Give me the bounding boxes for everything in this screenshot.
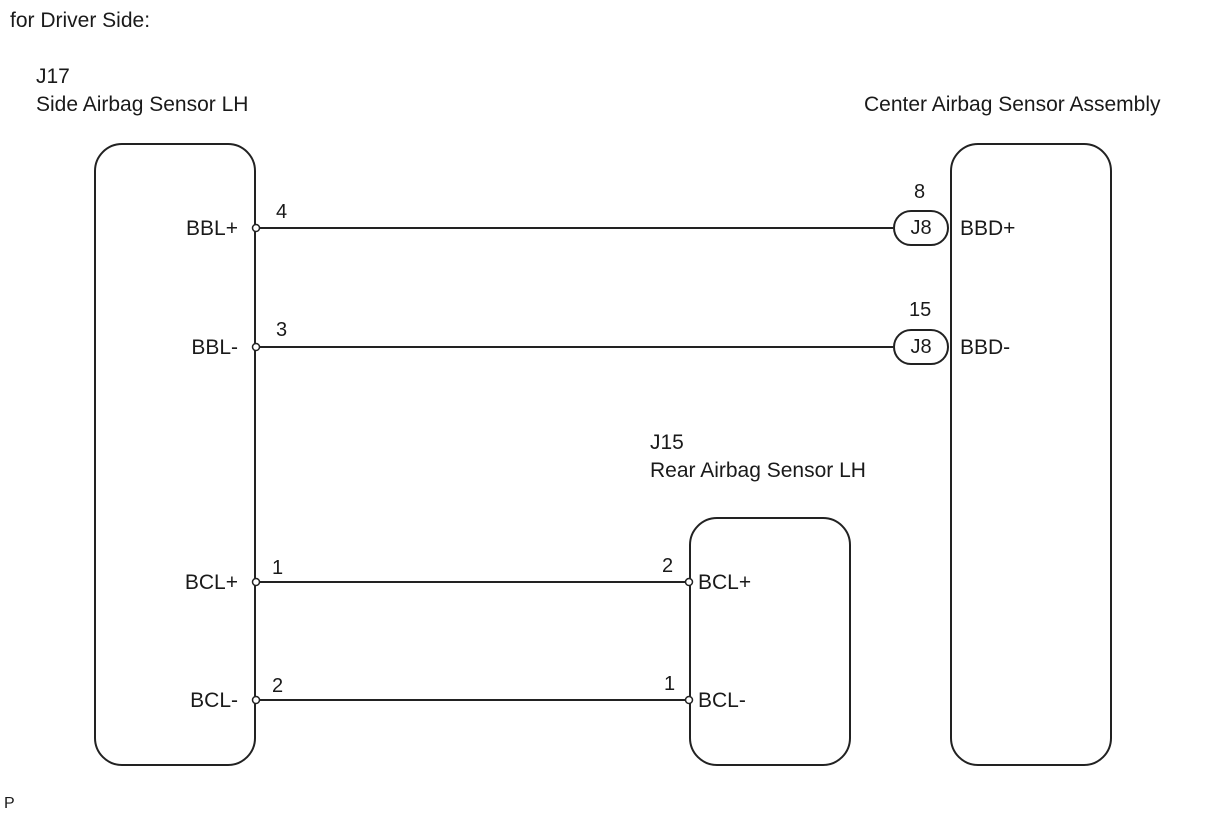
center-airbag-sensor-box bbox=[950, 143, 1112, 766]
side-terminal-bcl-plus: BCL+ bbox=[184, 571, 238, 594]
terminal-dot bbox=[251, 342, 261, 352]
side-terminal-bbl-plus: BBL+ bbox=[186, 217, 238, 240]
footer-mark: P bbox=[4, 795, 15, 812]
pin-number: 8 bbox=[914, 181, 926, 203]
side-sensor-code: J17 bbox=[36, 65, 70, 88]
center-terminal-bbd-minus: BBD- bbox=[960, 336, 1011, 359]
side-sensor-name: Side Airbag Sensor LH bbox=[36, 93, 249, 116]
rear-terminal-bcl-minus: BCL- bbox=[698, 689, 746, 712]
rear-terminal-bcl-plus: BCL+ bbox=[698, 571, 752, 594]
center-assembly-name: Center Airbag Sensor Assembly bbox=[864, 93, 1161, 116]
pin-number: 15 bbox=[909, 299, 932, 321]
terminal-dot bbox=[251, 223, 261, 233]
diagram-title: for Driver Side: bbox=[10, 9, 151, 32]
pin-number: 4 bbox=[276, 201, 288, 223]
connector-j8-upper: J8 bbox=[893, 210, 949, 246]
center-terminal-bbd-plus: BBD+ bbox=[960, 217, 1016, 240]
terminal-dot bbox=[251, 577, 261, 587]
terminal-dot bbox=[684, 577, 694, 587]
pin-number: 3 bbox=[276, 319, 288, 341]
side-terminal-bbl-minus: BBL- bbox=[191, 336, 238, 359]
terminal-dot bbox=[684, 695, 694, 705]
side-terminal-bcl-minus: BCL- bbox=[190, 689, 238, 712]
pin-number: 1 bbox=[664, 673, 676, 695]
side-airbag-sensor-box bbox=[94, 143, 256, 766]
pin-number: 2 bbox=[662, 555, 674, 577]
connector-j8-lower: J8 bbox=[893, 329, 949, 365]
rear-sensor-code: J15 bbox=[650, 431, 684, 454]
rear-airbag-sensor-box bbox=[689, 517, 851, 766]
pin-number: 1 bbox=[272, 557, 284, 579]
terminal-dot bbox=[251, 695, 261, 705]
rear-sensor-name: Rear Airbag Sensor LH bbox=[650, 459, 866, 482]
pin-number: 2 bbox=[272, 675, 284, 697]
